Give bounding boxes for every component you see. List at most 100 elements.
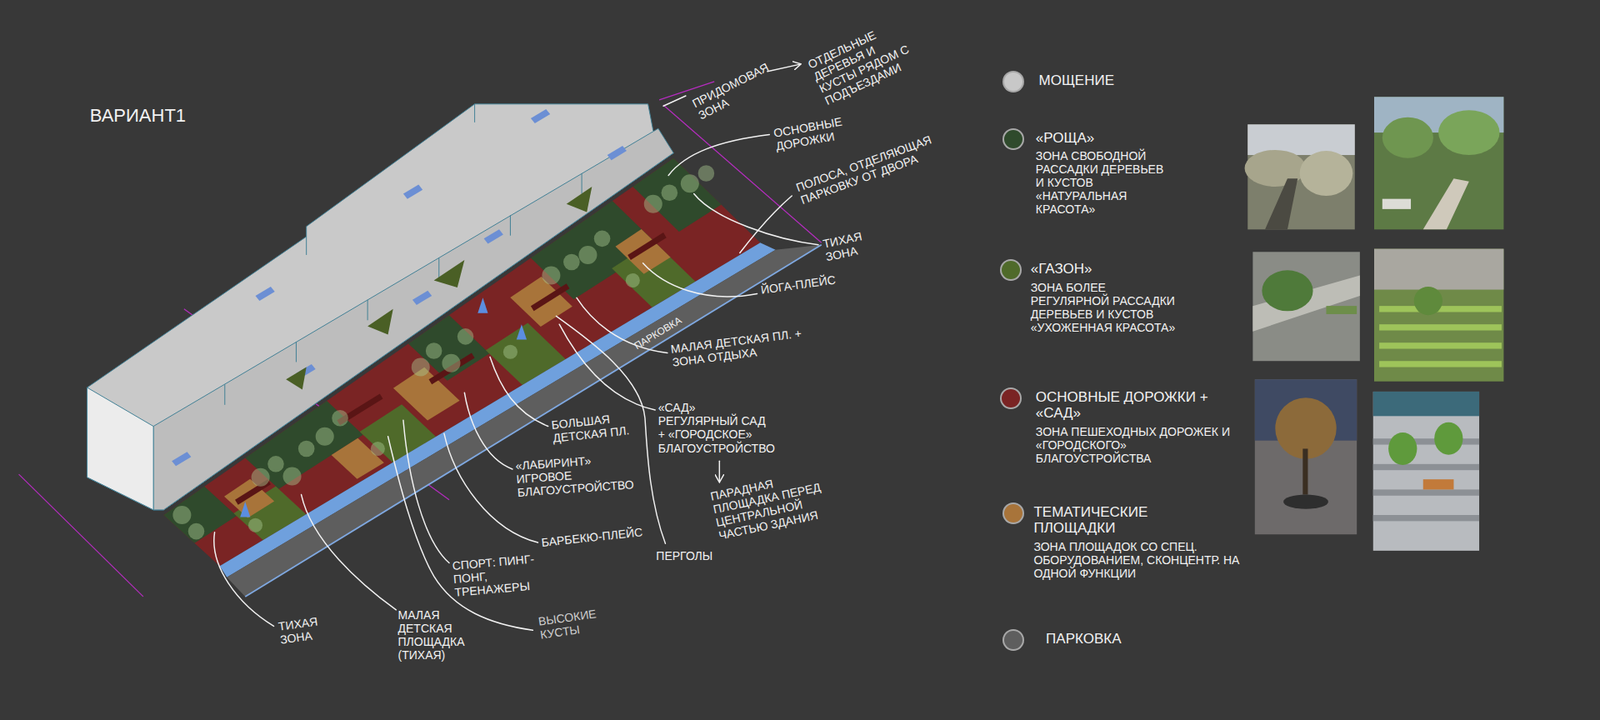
legend-swatch — [1004, 130, 1023, 149]
entrance-marker — [255, 286, 275, 301]
callout-label: БОЛЬШАЯ ДЕТСКАЯ ПЛ. — [550, 409, 641, 445]
entrance-marker — [530, 109, 550, 124]
reference-photo — [1255, 379, 1357, 535]
reference-photo — [1325, 305, 1357, 315]
landscape-strip — [248, 518, 263, 533]
callout-label: «САД» РЕГУЛЯРНЫЙ САД + «ГОРОДСКОЕ» БЛАГО… — [658, 400, 775, 455]
reference-photo — [1245, 96, 1505, 551]
reference-photo — [1379, 342, 1502, 349]
landscape-strip — [240, 501, 250, 517]
entrance-garden — [434, 260, 465, 288]
reference-photo — [1423, 178, 1470, 230]
reference-photo — [1423, 479, 1455, 490]
reference-photo — [1414, 286, 1443, 315]
entrance-marker — [403, 185, 423, 200]
landscape-strip — [530, 283, 570, 311]
landscape-strip — [625, 273, 640, 288]
callout-label: СПОРТ: ПИНГ-ПОНГ, ТРЕНАЖЕРЫ — [451, 551, 539, 600]
reference-photo — [1283, 495, 1329, 510]
entrance-garden — [367, 309, 394, 335]
callout-label: МАЛАЯ ДЕТСКАЯ ПЛ. + ЗОНА ОТДЫХА — [670, 324, 823, 370]
landscape-strip — [594, 230, 611, 248]
reference-photo — [1252, 251, 1360, 361]
landscape-strip — [615, 229, 670, 275]
landscape-strip — [245, 245, 821, 597]
building — [87, 387, 155, 510]
landscape-strip — [680, 174, 700, 193]
callout-label: ОТДЕЛЬНЫЕ ДЕРЕВЬЯ И КУСТЫ РЯДОМ С ПОДЪЕЗ… — [805, 15, 923, 108]
legend-description: ЗОНА ПЛОЩАДОК СО СПЕЦ. ОБОРУДОВАНИЕМ, СК… — [1033, 540, 1242, 580]
landscape-strip — [441, 354, 460, 373]
landscape-strip — [233, 240, 695, 540]
landscape-strip — [188, 523, 205, 540]
callout-label: ТИХАЯ ЗОНА — [277, 612, 340, 648]
legend-text: ОСНОВНЫЕ ДОРОЖКИ + «САД» — [1035, 389, 1228, 422]
reference-photo — [1265, 178, 1298, 230]
legend-description: ЗОНА БОЛЕЕ РЕГУЛЯРНОЙ РАССАДКИ ДЕРЕВЬЕВ … — [1030, 280, 1181, 335]
landscape-strip — [267, 455, 285, 473]
reference-photo — [1382, 117, 1434, 159]
entrance-marker — [607, 145, 627, 160]
landscape-strip — [240, 297, 527, 517]
landscape-strip — [163, 158, 760, 567]
landscape-strip — [516, 324, 527, 340]
entrance-marker — [412, 290, 432, 305]
callout-label: «ЛАБИРИНТ» ИГРОВОЕ БЛАГОУСТРОЙСТВО — [515, 450, 635, 500]
legend-swatch — [1004, 630, 1023, 650]
leader-line — [403, 420, 450, 563]
callout-label: МАЛАЯ ДЕТСКАЯ ПЛОЩАДКА (ТИХАЯ) — [398, 608, 478, 662]
landscape-strip — [425, 342, 443, 360]
reference-photo — [1373, 391, 1480, 416]
landscape-strip — [370, 441, 385, 456]
reference-photo — [1373, 438, 1480, 445]
landscape-strip — [251, 468, 270, 487]
reference-photo — [1379, 360, 1502, 367]
leader-line — [740, 195, 792, 254]
landscape-strip — [578, 245, 597, 265]
callout-label: БАРБЕКЮ-ПЛЕЙС — [540, 523, 659, 550]
landscape-strip — [172, 505, 191, 525]
reference-photo — [1373, 489, 1480, 495]
callout-label: ОСНОВНЫЕ ДОРОЖКИ — [772, 111, 860, 153]
reference-photo — [1373, 464, 1480, 470]
entrance-marker — [484, 229, 504, 244]
leader-line — [576, 297, 668, 353]
landscape-strip — [315, 427, 335, 446]
landscape-strip — [644, 195, 663, 214]
landscape-strip — [331, 410, 349, 427]
landscape-strip — [163, 486, 237, 544]
legend-description: ЗОНА СВОБОДНОЙ РАССАДКИ ДЕРЕВЬЕВ И КУСТО… — [1035, 149, 1170, 216]
leader-line — [301, 495, 397, 610]
landscape-strip — [408, 315, 490, 381]
landscape-strip — [661, 185, 679, 202]
callout-label: ВЫСОКИЕ КУСТЫ — [537, 605, 608, 642]
legend-swatch — [1004, 72, 1023, 91]
diagram-title: ВАРИАНТ1 — [90, 105, 186, 126]
entrance-garden — [566, 186, 593, 213]
callout-label: ПАРАДНАЯ ПЛОЩАДКА ПЕРЕД ЦЕНТРАЛЬНОЙ ЧАСТ… — [709, 461, 851, 542]
leader-line — [668, 135, 770, 176]
landscape-strip — [477, 297, 488, 313]
reference-photo — [1373, 515, 1480, 521]
reference-photo — [1438, 110, 1500, 155]
legend-text: ТЕМАТИЧЕСКИЕ ПЛОЩАДКИ — [1033, 504, 1184, 537]
landscape-strip — [245, 400, 363, 490]
entrance-marker — [171, 451, 191, 466]
landscape-strip — [632, 158, 721, 232]
callout-label: ТИХАЯ ЗОНА — [821, 225, 885, 265]
entrance-garden — [285, 186, 592, 390]
landscape-strip — [224, 479, 275, 519]
legend-text: ПАРКОВКА — [1045, 630, 1121, 648]
legend-text: «РОЩА» — [1035, 130, 1095, 147]
landscape-strip — [563, 254, 580, 271]
landscape-strip — [226, 245, 821, 597]
landscape-strip — [503, 345, 518, 360]
reference-photo — [1382, 199, 1411, 210]
leader-line — [388, 436, 534, 631]
reference-photo — [1388, 432, 1417, 465]
leader-line — [663, 95, 686, 106]
reference-photo — [1379, 305, 1502, 367]
reference-photo — [1261, 270, 1313, 311]
